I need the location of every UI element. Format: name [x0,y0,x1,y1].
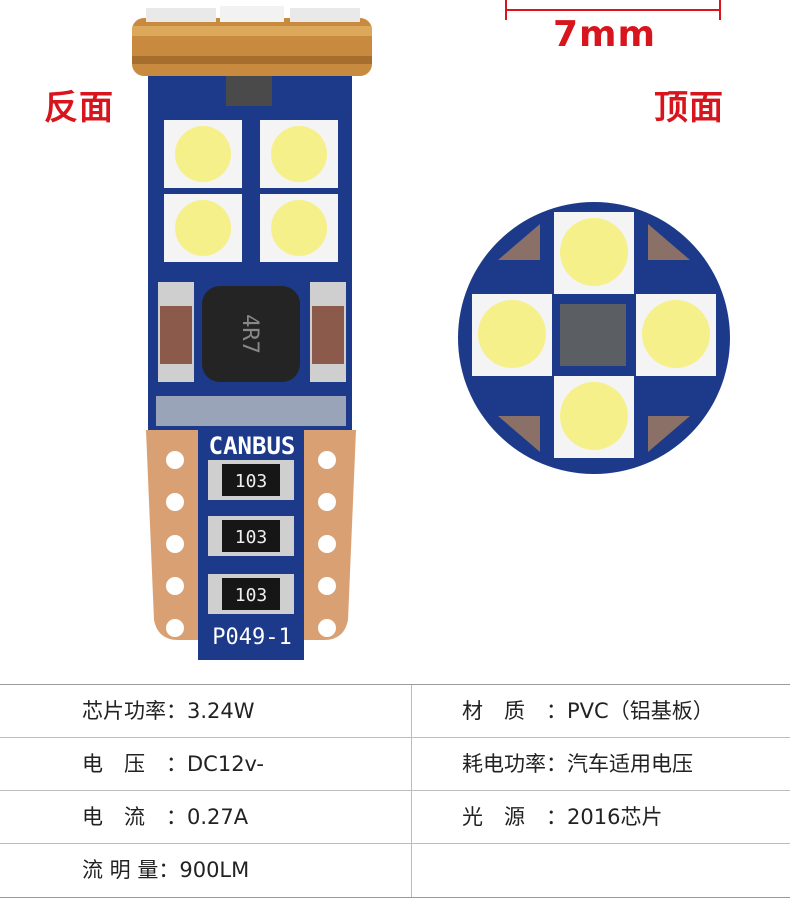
spec-lumens: 流 明 量：900LM [82,858,250,882]
spec-chip-power: 芯片功率：3.24W [82,699,255,723]
resistors: 103 103 103 [208,460,294,614]
bulb-top-image [458,202,730,474]
resistor-code-2: 103 [235,527,268,548]
table-row: 电 流 ：0.27A 光 源 ：2016芯片 [0,791,790,844]
dimension-tick-right [719,0,721,20]
spec-voltage: 电 压 ：DC12v- [82,752,264,776]
dimension-line [506,9,720,11]
dimension-tick-left [505,0,507,20]
model-marking: P049-1 [212,625,291,650]
top-side-label: 顶面 [654,88,724,128]
table-row: 芯片功率：3.24W 材 质 ：PVC（铝基板） [0,685,790,738]
back-side-label: 反面 [44,88,114,128]
canbus-marking: CANBUS [209,432,296,460]
inductor [202,286,300,382]
copper-leg-right [304,430,356,640]
resistor-code-3: 103 [235,585,268,606]
table-row: 流 明 量：900LM [0,844,790,896]
inductor-marking: 4R7 [237,314,262,354]
spec-material: 材 质 ：PVC（铝基板） [462,699,714,723]
spec-table: 芯片功率：3.24W 材 质 ：PVC（铝基板） 电 压 ：DC12v- 耗电功… [0,684,790,898]
copper-leg-left [146,430,198,640]
resistor-code-1: 103 [235,471,268,492]
table-divider [411,685,412,897]
spec-light-source: 光 源 ：2016芯片 [462,805,663,829]
spec-current: 电 流 ：0.27A [82,805,249,829]
led-grid [164,120,338,262]
bulb-back-image: 4R7 CANBUS 103 103 103 P049-1 [132,6,372,660]
dimension-label: 7mm [553,14,657,55]
spec-consumption: 耗电功率：汽车适用电压 [462,752,693,776]
table-row: 电 压 ：DC12v- 耗电功率：汽车适用电压 [0,738,790,791]
